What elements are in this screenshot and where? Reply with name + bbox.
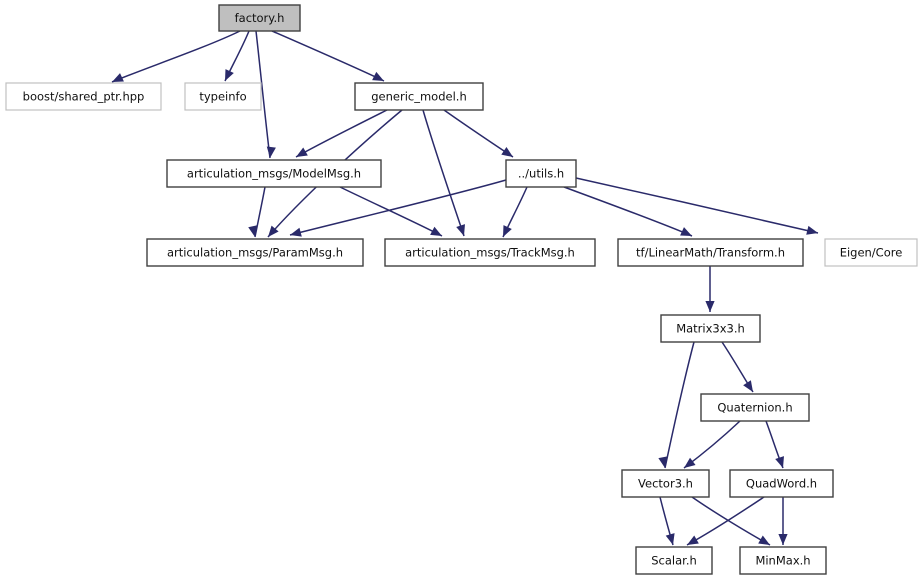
node-track_msg[interactable]: articulation_msgs/TrackMsg.h	[384, 238, 596, 267]
edge-arrowhead	[806, 225, 818, 235]
edge-line	[686, 496, 765, 546]
edge-utils-to-transform	[563, 186, 693, 237]
edge-arrowhead	[248, 225, 258, 237]
edge-arrowhead	[775, 456, 784, 468]
edge-quadword-to-scalar	[686, 496, 765, 546]
node-generic_model[interactable]: generic_model.h	[354, 82, 484, 111]
edge-generic_model-to-utils	[443, 109, 514, 158]
edge-utils-to-track_msg	[502, 186, 528, 238]
edge-factory-to-boost_shared	[111, 30, 241, 83]
node-transform[interactable]: tf/LinearMath/Transform.h	[617, 238, 804, 267]
edge-line	[289, 179, 507, 236]
edge-arrowhead	[501, 147, 513, 157]
node-quaternion[interactable]: Quaternion.h	[700, 393, 810, 422]
edge-line	[339, 186, 443, 237]
node-box[interactable]	[700, 393, 810, 422]
node-box[interactable]	[660, 314, 761, 343]
edge-model_msg-to-track_msg	[339, 186, 443, 237]
node-scalar[interactable]: Scalar.h	[635, 546, 713, 575]
edge-matrix3x3-to-vector3	[658, 341, 695, 469]
node-typeinfo[interactable]: typeinfo	[184, 82, 262, 111]
edge-line	[255, 30, 271, 159]
edge-arrowhead	[680, 227, 692, 236]
node-box[interactable]	[824, 238, 918, 267]
edge-arrowhead	[684, 457, 696, 468]
edge-line	[443, 109, 514, 158]
node-box[interactable]	[218, 4, 301, 32]
node-box[interactable]	[166, 159, 382, 188]
edge-arrowhead	[743, 380, 753, 392]
edge-arrowhead	[758, 535, 770, 545]
edge-line	[111, 30, 241, 83]
edge-utils-to-param_msg	[289, 179, 507, 237]
edge-line	[422, 109, 465, 237]
edge-arrowhead	[705, 301, 715, 312]
edge-factory-to-model_msg	[255, 30, 276, 159]
edge-line	[691, 496, 771, 546]
edge-quadword-to-minmax	[778, 496, 788, 545]
node-utils[interactable]: ../utils.h	[505, 159, 577, 188]
edge-arrowhead	[430, 226, 442, 236]
edge-line	[575, 177, 819, 234]
edge-line	[563, 186, 693, 237]
node-minmax[interactable]: MinMax.h	[739, 546, 827, 575]
edge-arrowhead	[665, 533, 675, 545]
edge-generic_model-to-track_msg	[422, 109, 465, 237]
node-box[interactable]	[739, 546, 827, 575]
edge-vector3-to-minmax	[691, 496, 771, 546]
edge-quaternion-to-quadword	[765, 420, 784, 469]
node-box[interactable]	[729, 469, 834, 498]
edge-line	[664, 341, 695, 469]
node-box[interactable]	[354, 82, 484, 111]
node-box[interactable]	[384, 238, 596, 267]
node-model_msg[interactable]: articulation_msgs/ModelMsg.h	[166, 159, 382, 188]
edge-arrowhead	[456, 224, 465, 236]
node-eigen_core[interactable]: Eigen/Core	[824, 238, 918, 267]
edge-arrowhead	[778, 534, 788, 545]
node-box[interactable]	[635, 546, 713, 575]
edge-matrix3x3-to-quaternion	[721, 341, 754, 393]
edge-arrowhead	[687, 535, 699, 545]
edge-arrowhead	[503, 225, 512, 237]
edge-line	[271, 30, 385, 82]
node-box[interactable]	[184, 82, 262, 111]
edge-vector3-to-scalar	[659, 496, 675, 546]
node-param_msg[interactable]: articulation_msgs/ParamMsg.h	[146, 238, 364, 267]
edge-factory-to-typeinfo	[224, 30, 250, 82]
edge-arrowhead	[268, 225, 279, 237]
edge-transform-to-matrix3x3	[705, 266, 715, 312]
node-boost_shared[interactable]: boost/shared_ptr.hpp	[5, 82, 162, 111]
nodes-layer: factory.h boost/shared_ptr.hpp typeinfo gen…	[5, 4, 918, 575]
edge-factory-to-generic_model	[271, 30, 385, 82]
node-matrix3x3[interactable]: Matrix3x3.h	[660, 314, 761, 343]
edge-arrowhead	[290, 227, 302, 237]
edge-quaternion-to-vector3	[683, 420, 741, 469]
edge-generic_model-to-model_msg	[295, 109, 388, 158]
edge-arrowhead	[112, 73, 124, 82]
node-vector3[interactable]: Vector3.h	[621, 469, 710, 498]
edge-arrowhead	[296, 147, 308, 157]
node-box[interactable]	[617, 238, 804, 267]
edge-arrowhead	[266, 146, 276, 158]
node-box[interactable]	[5, 82, 162, 111]
node-box[interactable]	[146, 238, 364, 267]
edge-utils-to-eigen_core	[575, 177, 819, 235]
edge-arrowhead	[225, 69, 234, 81]
edge-model_msg-to-param_msg	[248, 186, 266, 238]
node-quadword[interactable]: QuadWord.h	[729, 469, 834, 498]
edge-line	[295, 109, 388, 158]
edge-arrowhead	[372, 71, 384, 81]
edge-line	[254, 186, 266, 238]
node-box[interactable]	[621, 469, 710, 498]
node-box[interactable]	[505, 159, 577, 188]
node-factory[interactable]: factory.h	[218, 4, 301, 32]
edge-arrowhead	[658, 456, 668, 468]
